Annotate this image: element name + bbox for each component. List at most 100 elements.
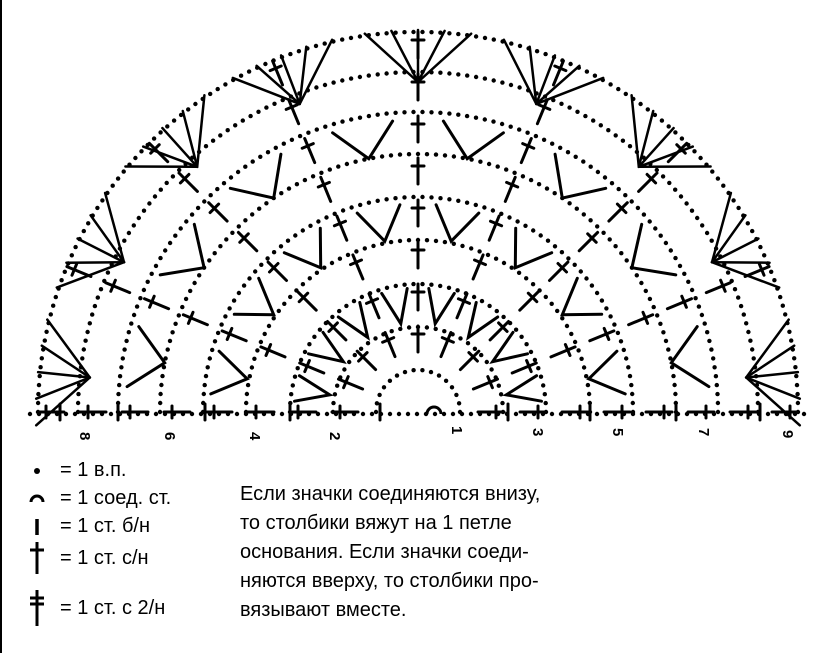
chain-stitch-dot	[231, 298, 237, 303]
chain-stitch-dot	[643, 288, 648, 294]
chain-stitch-dot	[442, 153, 448, 158]
chain-stitch-dot	[533, 133, 539, 139]
chain-stitch-dot	[352, 352, 357, 358]
chain-stitch-dot	[198, 411, 204, 417]
edge-fan-stitch	[34, 376, 92, 427]
chain-stitch-dot	[158, 187, 163, 192]
double-crochet-stitch	[259, 345, 287, 359]
chain-stitch-dot	[484, 359, 489, 365]
edge-fan-stitch	[416, 29, 446, 84]
chain-stitch-dot	[668, 356, 673, 361]
chain-stitch-dot	[344, 303, 349, 309]
chain-stitch-dot	[581, 365, 587, 370]
chain-stitch-dot	[795, 391, 800, 397]
chain-stitch-dot	[158, 130, 163, 135]
chain-stitch-dot	[163, 248, 168, 253]
chain-stitch-dot	[165, 347, 170, 352]
stitch-crossbar	[332, 219, 347, 228]
double-crochet-stitch	[65, 265, 93, 278]
chain-stitch-dot	[715, 391, 720, 397]
chain-stitch-dot	[379, 154, 385, 159]
chain-stitch-dot	[98, 287, 104, 292]
chain-stitch-dot	[177, 167, 182, 173]
chain-stitch-dot	[95, 205, 100, 211]
chain-stitch-dot	[429, 195, 434, 200]
chain-stitch-dot	[90, 312, 95, 317]
chain-stitch-dot	[345, 252, 351, 258]
double-crochet-stitch	[552, 59, 565, 87]
chain-stitch-dot	[264, 105, 269, 110]
chain-stitch-dot	[456, 72, 461, 77]
chain-stitch-dot	[411, 109, 416, 115]
stitch-crossbar	[537, 103, 552, 111]
chain-stitch-dot	[487, 303, 492, 309]
chain-stitch-dot	[714, 382, 719, 388]
chain-stitch-dot	[105, 270, 111, 275]
chain-stitch-dot	[534, 49, 540, 54]
chain-stitch-dot	[591, 118, 596, 123]
chain-stitch-dot	[709, 238, 714, 243]
chain-stitch-dot	[793, 365, 798, 370]
chain-stitch-dot	[653, 226, 658, 231]
stitch-crossbar	[645, 172, 658, 185]
chain-stitch-dot	[515, 219, 520, 224]
chain-stitch-dot	[581, 212, 586, 217]
stitch-crossbar	[178, 172, 191, 185]
stitch-crossbar	[342, 375, 350, 390]
double-crochet-stitch	[337, 377, 365, 391]
chain-stitch-dot	[129, 321, 134, 326]
chain-stitch-dot	[748, 338, 753, 343]
chain-stitch-dot	[745, 221, 750, 226]
chain-stitch-dot	[153, 263, 159, 269]
chain-stitch-dot	[700, 223, 705, 228]
chain-stitch-dot	[332, 211, 337, 216]
chain-stitch-dot	[243, 218, 248, 223]
chain-stitch-dot	[451, 241, 456, 246]
chain-stitch-dot	[133, 155, 138, 161]
chain-stitch-dot	[288, 51, 293, 57]
chain-stitch-dot	[215, 330, 221, 336]
chain-stitch-dot	[225, 128, 230, 133]
edge-fan-stitch	[502, 38, 538, 106]
chain-stitch-dot	[536, 366, 541, 371]
chain-stitch-dot	[599, 298, 605, 303]
chain-stitch-dot	[420, 29, 425, 35]
chain-stitch-dot	[122, 238, 127, 243]
chain-stitch-dot	[538, 374, 544, 379]
chain-stitch-dot	[138, 296, 143, 301]
chain-stitch-dot	[171, 118, 177, 123]
chain-stitch-dot	[393, 30, 398, 35]
chain-stitch-dot	[193, 101, 198, 107]
chain-stitch-dot	[167, 240, 173, 246]
chain-stitch-dot	[314, 85, 319, 90]
chain-stitch-dot	[575, 109, 580, 115]
chain-stitch-dot	[223, 314, 228, 319]
chain-stitch-dot	[572, 339, 578, 345]
row-label-9: 9	[779, 430, 796, 438]
chain-stitch-dot	[366, 73, 371, 78]
stitch-crossbar	[563, 343, 572, 357]
chain-stitch-dot	[765, 411, 771, 417]
stitch-crossbar	[268, 64, 283, 73]
chain-stitch-dot	[335, 383, 340, 388]
double-crochet-stitch	[335, 214, 349, 242]
stitch-crossbar	[186, 310, 195, 325]
chain-stitch-dot	[755, 391, 760, 397]
chain-stitch-dot	[203, 373, 209, 379]
chain-stitch-dot	[228, 175, 234, 180]
chain-stitch-dot	[659, 118, 665, 123]
stitch-crossbar	[70, 262, 79, 277]
chain-stitch-dot	[589, 283, 595, 288]
chain-stitch-dot	[583, 113, 588, 119]
chain-stitch-dot	[353, 159, 358, 164]
chain-stitch-dot	[384, 111, 389, 116]
double-crochet-stitch	[271, 59, 284, 87]
fan-shell-stitch	[355, 203, 402, 244]
chain-stitch-dot	[262, 331, 267, 337]
legend-item-slip-stitch: = 1 соед. ст.	[22, 483, 171, 513]
edge-fan-stitch	[255, 64, 301, 106]
chain-stitch-dot	[508, 124, 513, 129]
chain-stitch-dot	[468, 411, 474, 417]
chain-stitch-dot	[164, 180, 169, 186]
chain-stitch-dot	[224, 237, 229, 242]
